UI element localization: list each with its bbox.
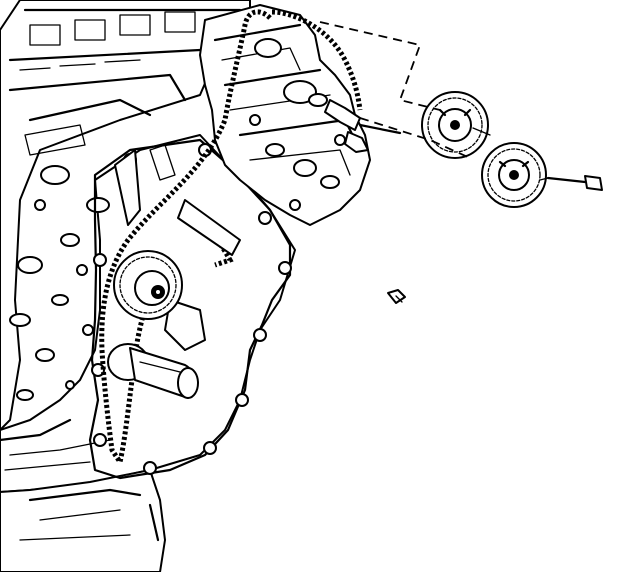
sprocket-bolt: [546, 175, 603, 191]
cylinder-head: [199, 4, 371, 226]
front-cover-flange: [88, 138, 292, 480]
chain-guides: [114, 144, 241, 351]
alignment-lines: [319, 21, 549, 181]
cam-sprocket-exhaust: [481, 142, 547, 208]
crank-sprocket: [113, 250, 183, 320]
cam-sprocket-intake: [421, 91, 489, 159]
oil-pan: [0, 469, 166, 572]
crankshaft-snout: [107, 343, 199, 399]
small-fastener: [387, 289, 406, 304]
